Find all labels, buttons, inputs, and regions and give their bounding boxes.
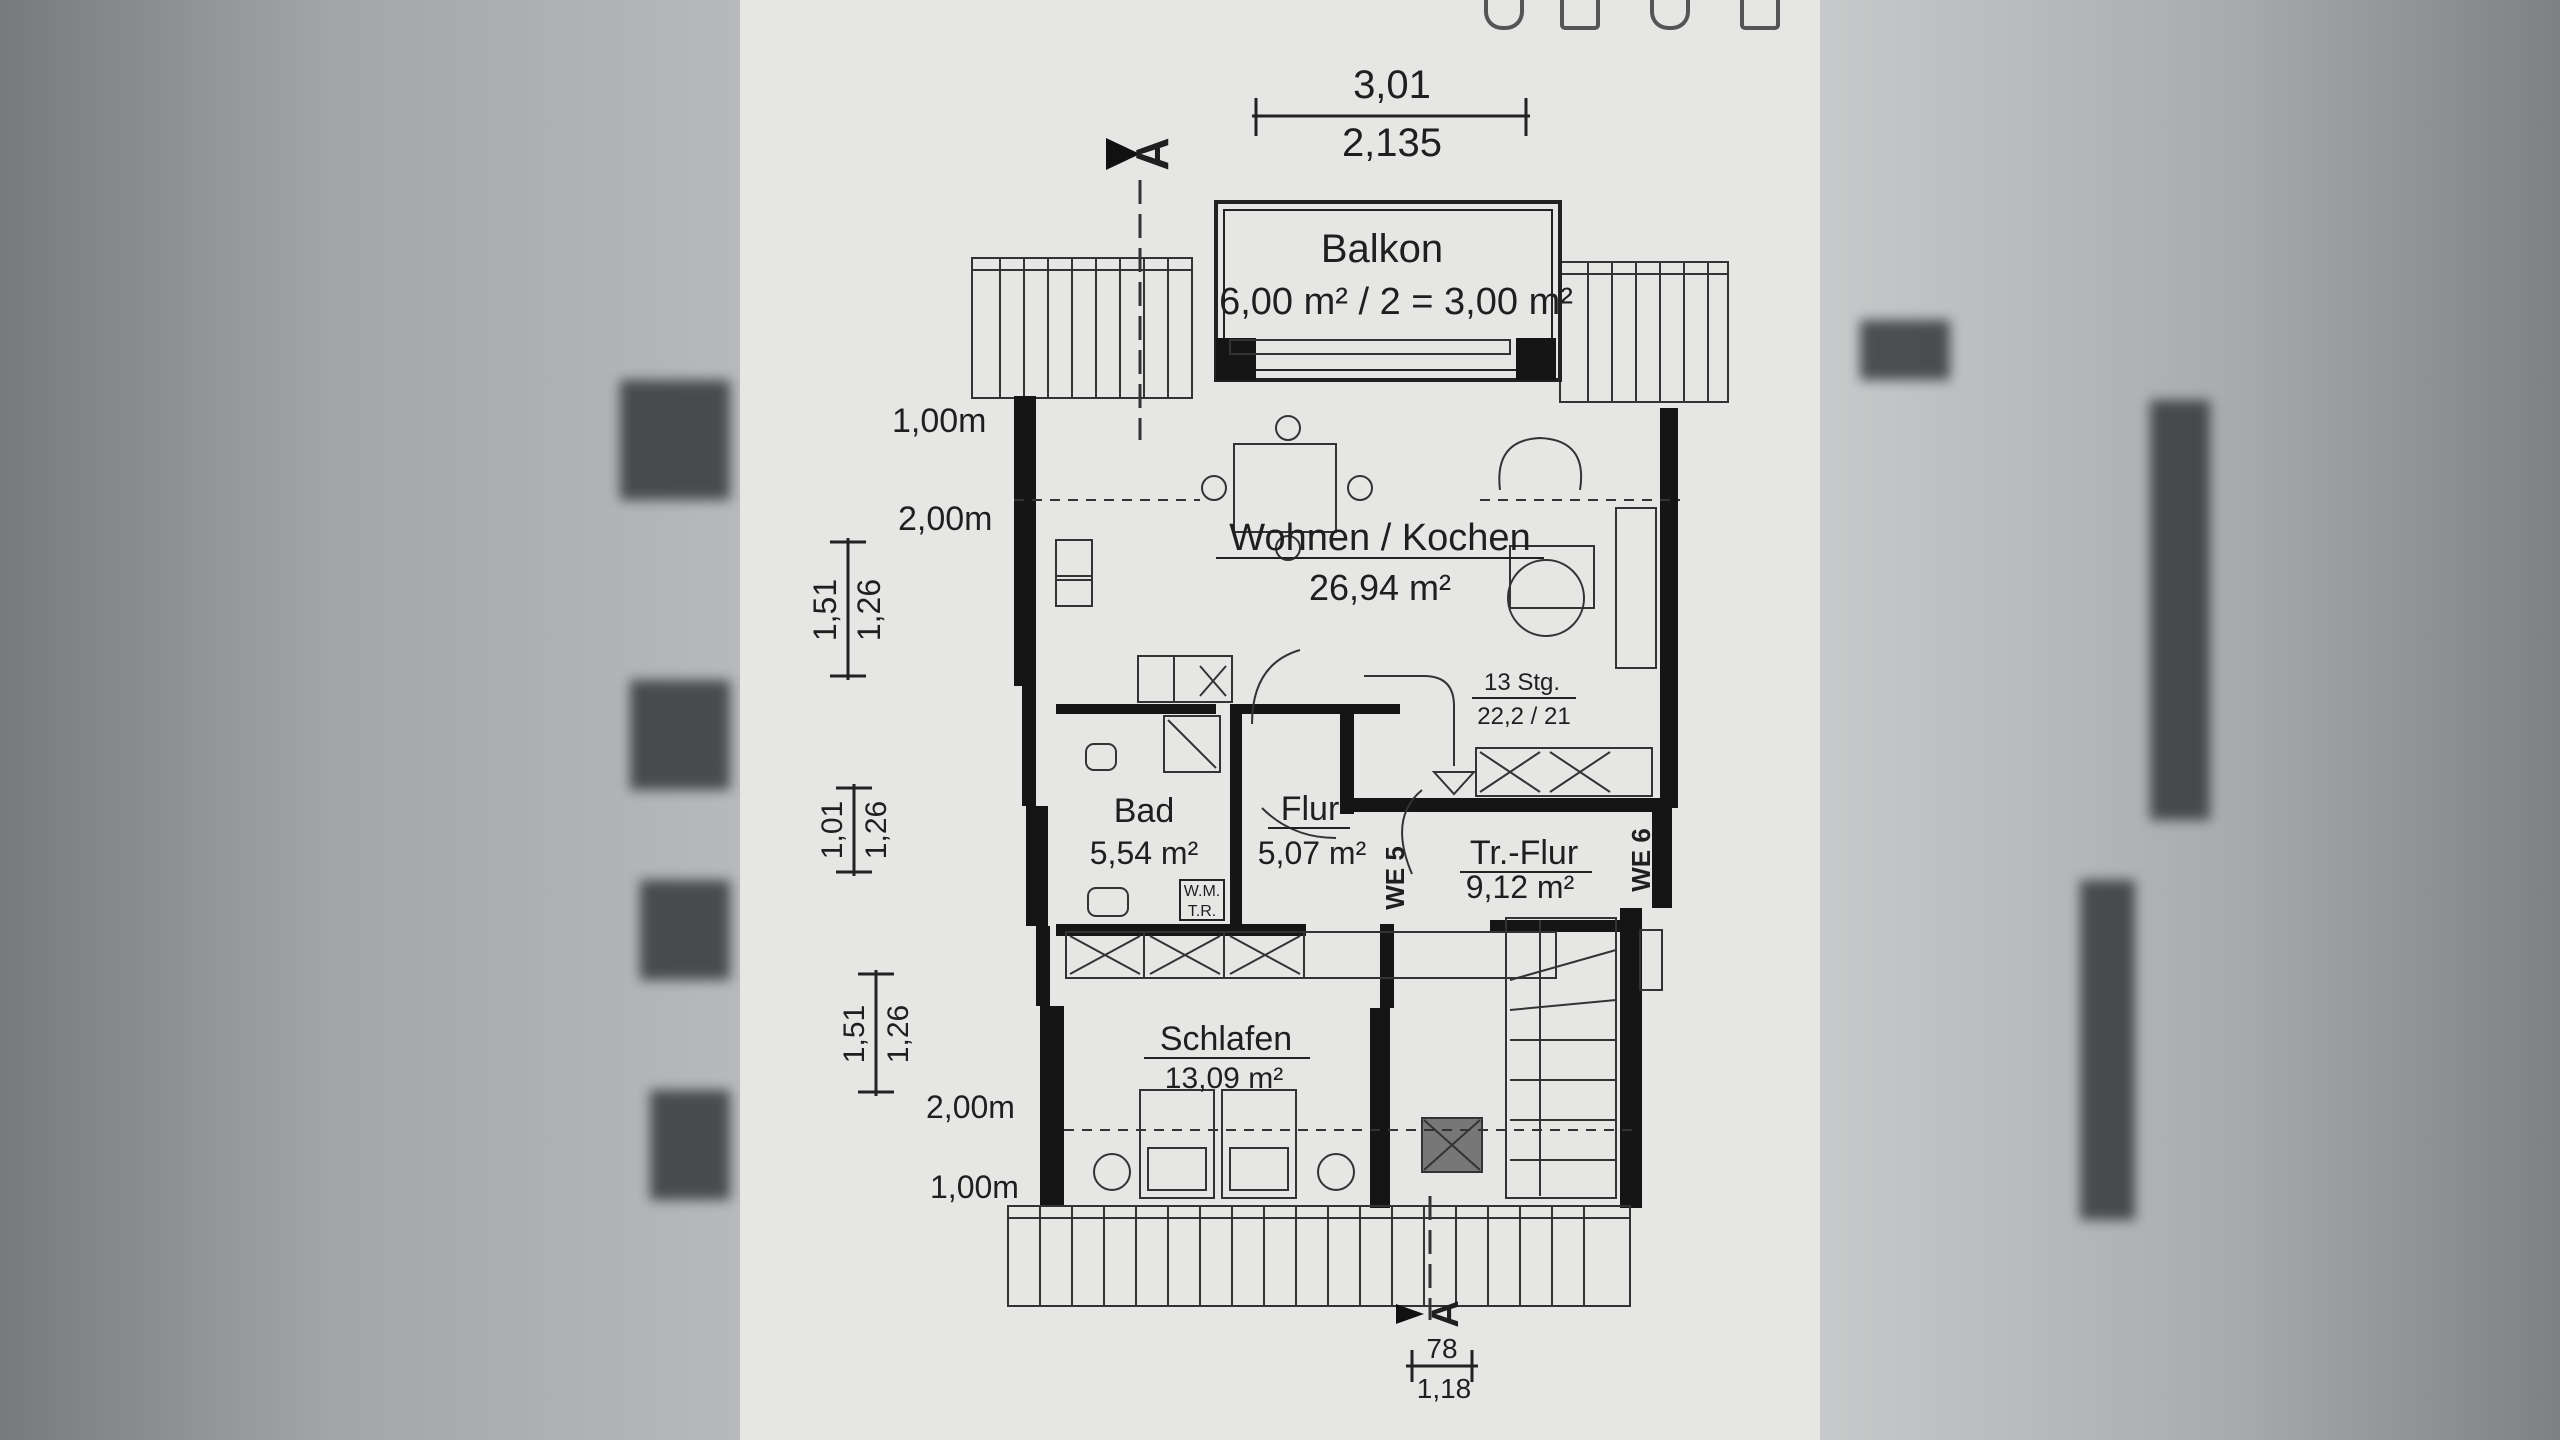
print-icon[interactable] (1740, 0, 1780, 30)
roof-hatch-bottom (1007, 1205, 1631, 1307)
height-label-bottom-100: 1,00m (930, 1169, 1019, 1205)
room-label-flur: Flur 5,07 m² (1258, 790, 1367, 871)
wohnen-name: Wohnen / Kochen (1229, 517, 1530, 559)
roof-hatch-top-left (971, 257, 1193, 399)
cloud-upload-icon[interactable] (1650, 0, 1690, 30)
room-label-trflur: Tr.-Flur 9,12 m² (1460, 834, 1592, 905)
unit-label-we5: WE 5 (1380, 846, 1410, 910)
height-label-top-200: 2,00m (898, 500, 993, 538)
trflur-name: Tr.-Flur (1470, 834, 1578, 872)
section-letter-bottom: A (1425, 1300, 1467, 1327)
bottom-dimension: 78 1,18 (1406, 1333, 1478, 1404)
window-dim-1: 1,51 1,26 (807, 538, 887, 680)
unit-label-we6: WE 6 (1626, 828, 1656, 892)
top-dim-lower: 2,135 (1342, 121, 1442, 165)
room-label-wohnen: Wohnen / Kochen 26,94 m² (1216, 517, 1544, 608)
wohnen-area: 26,94 m² (1309, 567, 1451, 608)
bottom-dim-upper: 78 (1426, 1333, 1457, 1364)
bad-name: Bad (1114, 792, 1175, 830)
w2-b: 1,26 (860, 801, 893, 859)
tr-label: T.R. (1188, 903, 1216, 920)
window-dim-2: 1,01 1,26 (816, 784, 893, 876)
top-dimension: 3,01 2,135 (1252, 63, 1530, 165)
balcony: Balkon 6,00 m² / 2 = 3,00 m² (1214, 200, 1573, 382)
w2-a: 1,01 (816, 801, 849, 859)
w3-a: 1,51 (838, 1005, 871, 1063)
blurred-window-left (630, 680, 730, 790)
stairs-label: 13 Stg. (1484, 669, 1560, 696)
room-label-schlafen: Schlafen 13,09 m² (1144, 1020, 1310, 1095)
bad-area: 5,54 m² (1090, 835, 1199, 871)
height-label-top-100: 1,00m (892, 402, 987, 440)
wm-label: W.M. (1184, 883, 1220, 900)
flur-name: Flur (1281, 790, 1340, 828)
trflur-area: 9,12 m² (1466, 869, 1575, 905)
schlafen-area: 13,09 m² (1165, 1062, 1283, 1095)
section-letter-top: A (1126, 137, 1178, 170)
roof-hatch-top-right (1559, 261, 1729, 403)
monitor-bezel-left (0, 0, 740, 1440)
save-icon[interactable] (1560, 0, 1600, 30)
room-label-bad: Bad 5,54 m² (1090, 792, 1199, 871)
schlafen-name: Schlafen (1160, 1020, 1292, 1058)
balkon-area: 6,00 m² / 2 = 3,00 m² (1219, 281, 1573, 323)
w1-b: 1,26 (851, 579, 887, 641)
furniture (1014, 339, 1680, 1199)
blurred-window-left (650, 1090, 730, 1200)
floor-plan-document: 3,01 2,135 A Balkon (740, 0, 1820, 1440)
section-marker-bottom: A (1396, 1196, 1467, 1328)
balkon-name: Balkon (1321, 227, 1443, 271)
search-icon[interactable] (1484, 0, 1524, 30)
wm-tr-label: W.M. T.R. (1179, 879, 1225, 921)
w3-b: 1,26 (882, 1005, 915, 1063)
blurred-wall-right (1860, 320, 1950, 380)
floor-plan-drawing: 3,01 2,135 A Balkon (807, 63, 1729, 1404)
blurred-window-left (620, 380, 730, 500)
stairs-ratio: 22,2 / 21 (1477, 703, 1570, 730)
window-dim-3: 1,51 1,26 (838, 970, 915, 1096)
flur-area: 5,07 m² (1258, 835, 1367, 871)
blurred-wall-right (2080, 880, 2135, 1220)
stairs-info: 13 Stg. 22,2 / 21 (1472, 669, 1576, 730)
top-dim-upper: 3,01 (1353, 63, 1431, 107)
section-marker-top: A (1106, 137, 1178, 440)
blurred-wall-right (2150, 400, 2210, 820)
bottom-dim-lower: 1,18 (1417, 1373, 1472, 1404)
blurred-window-left (640, 880, 730, 980)
w1-a: 1,51 (807, 579, 843, 641)
height-label-bottom-200: 2,00m (926, 1089, 1015, 1125)
